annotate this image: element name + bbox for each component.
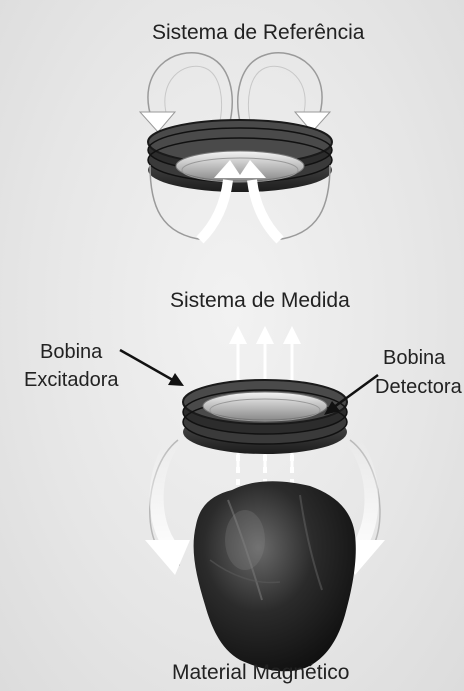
excitation-coil-label-line1: Bobina xyxy=(40,341,103,363)
measurement-system-title: Sistema de Medida xyxy=(170,289,350,312)
reference-left-loop-arrow xyxy=(138,52,233,133)
detector-coil-pointer-arrow xyxy=(324,373,379,415)
detector-coil-label-line2: Detectora xyxy=(375,376,462,398)
magnetic-material-label: Material Magnético xyxy=(172,661,350,684)
reference-coil xyxy=(147,119,333,192)
excitation-coil-label-line2: Excitadora xyxy=(24,369,119,391)
reference-system-title: Sistema de Referência xyxy=(152,21,365,44)
detector-coil-label-line1: Bobina xyxy=(383,347,446,369)
magnetic-rock xyxy=(193,481,356,672)
excitation-coil-pointer-arrow xyxy=(119,348,184,386)
material-left-curved-arrow xyxy=(145,435,190,575)
reference-right-loop-arrow xyxy=(237,52,332,133)
reference-right-lower-arrow xyxy=(238,160,331,244)
measurement-coil xyxy=(182,379,348,454)
reference-left-lower-arrow xyxy=(149,160,242,244)
